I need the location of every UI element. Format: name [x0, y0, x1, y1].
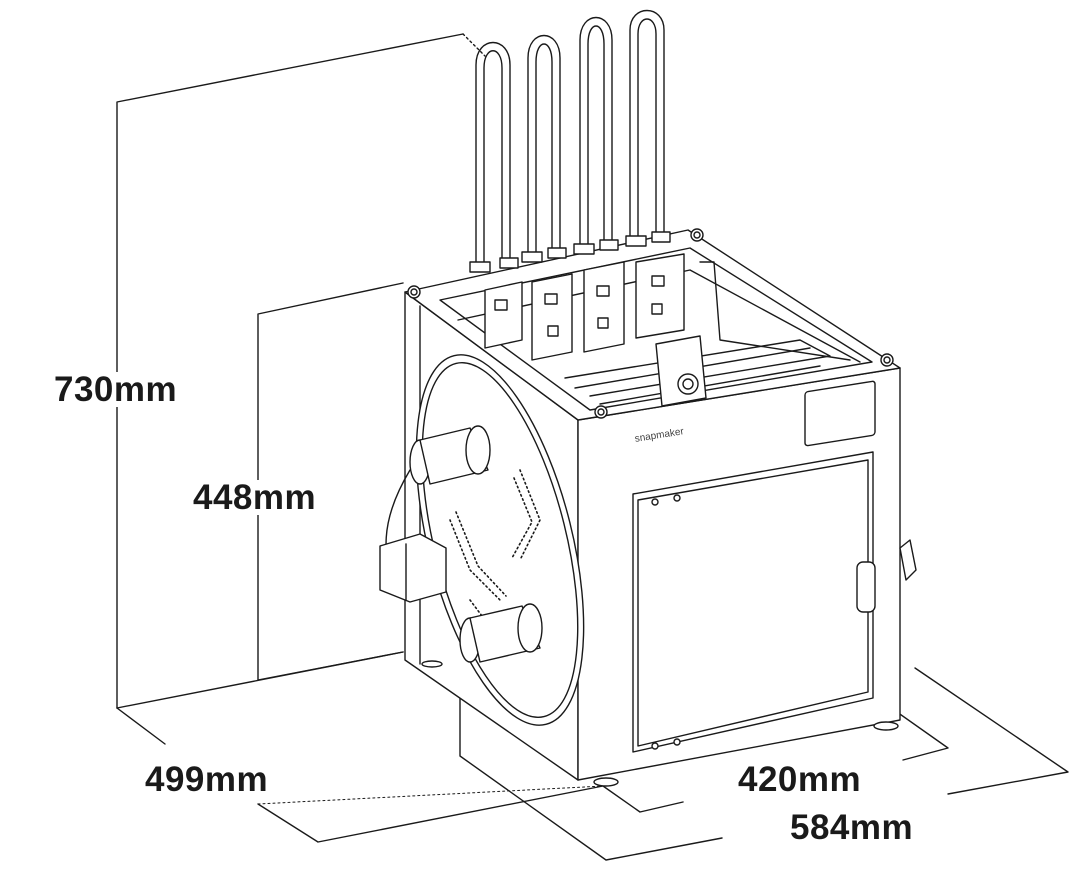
foot — [421, 660, 443, 668]
depth-line — [116, 707, 166, 745]
printer-illustration — [379, 9, 917, 787]
total-width-line — [459, 659, 723, 861]
filament-tubes — [475, 9, 665, 263]
total-width-label: 584mm — [790, 808, 914, 847]
depth-line-dash — [257, 785, 604, 805]
total-height-top-dash — [462, 33, 486, 57]
touchscreen-icon — [804, 380, 876, 447]
width-line — [602, 785, 684, 813]
filament-spool-holder-icon — [409, 425, 491, 485]
right-side-knob — [899, 539, 917, 581]
camera-lens-inner — [682, 378, 694, 390]
foot — [593, 777, 619, 787]
door-handle-icon — [856, 561, 876, 613]
side-module — [379, 533, 447, 603]
x-rail — [599, 365, 821, 405]
corner-bolt — [597, 408, 605, 416]
corner-bolt — [410, 288, 418, 296]
door-screw — [651, 498, 659, 506]
door-screw — [673, 494, 681, 502]
tube-couplers — [469, 231, 671, 273]
depth-label: 499mm — [145, 760, 269, 799]
side-vent-pattern — [449, 469, 541, 641]
door-screw — [673, 738, 681, 746]
corner-bolt — [693, 231, 701, 239]
body-height-label: 448mm — [193, 478, 317, 517]
floor-line-left — [116, 651, 404, 709]
foot — [873, 721, 899, 731]
front-door-inner — [637, 459, 869, 747]
toolheads — [484, 253, 685, 361]
inner-rail-2 — [699, 261, 851, 361]
front-door — [632, 451, 874, 753]
door-screw — [651, 742, 659, 750]
corner-bolt — [883, 356, 891, 364]
filament-spool-holder-icon — [459, 603, 543, 663]
depth-line-2 — [257, 785, 604, 843]
total-height-line — [116, 33, 464, 709]
total-height-label: 730mm — [54, 370, 178, 409]
width-line-right — [879, 699, 949, 761]
total-width-line-right — [914, 667, 1069, 795]
camera-module — [655, 335, 707, 407]
width-label: 420mm — [738, 760, 862, 799]
